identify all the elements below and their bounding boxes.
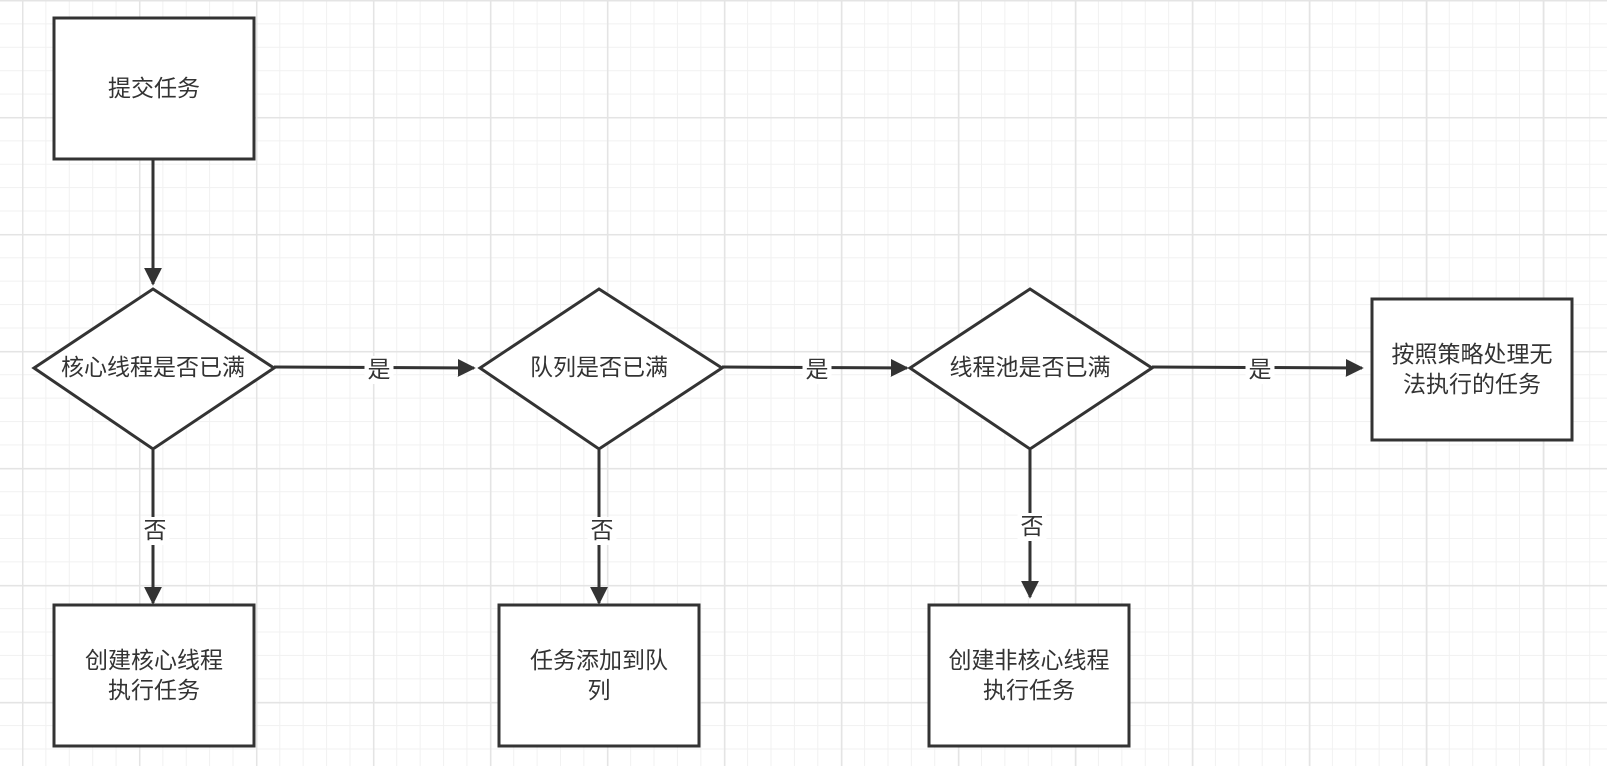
edge-label-pool-yes: 是 [1245, 356, 1275, 384]
node-core-full-diamond [31, 287, 277, 451]
node-reject-box [1370, 297, 1574, 442]
node-reject: 按照策略处理无法执行的任务 [1391, 341, 1553, 398]
node-add-queue-box [497, 603, 701, 748]
node-queue-full-diamond [477, 287, 725, 451]
edge-label-queue-yes: 是 [802, 356, 832, 384]
node-queue-full: 队列是否已满 [530, 355, 668, 381]
node-create-core-box [52, 603, 256, 748]
edge-label-queue-no: 否 [587, 517, 617, 545]
edge-label-core-no: 否 [140, 517, 170, 545]
node-create-core: 创建核心线程执行任务 [85, 647, 223, 704]
edge-label-core-yes: 是 [364, 356, 394, 384]
node-add-queue: 任务添加到队列 [530, 647, 668, 704]
node-create-noncore-box [927, 603, 1131, 748]
node-core-full: 核心线程是否已满 [61, 355, 245, 381]
edge-label-pool-no: 否 [1017, 513, 1047, 541]
node-create-noncore: 创建非核心线程执行任务 [948, 647, 1110, 704]
node-submit: 提交任务 [108, 75, 200, 102]
node-pool-full: 线程池是否已满 [949, 355, 1111, 381]
node-submit-box [52, 16, 256, 161]
node-pool-full-diamond [907, 287, 1155, 451]
